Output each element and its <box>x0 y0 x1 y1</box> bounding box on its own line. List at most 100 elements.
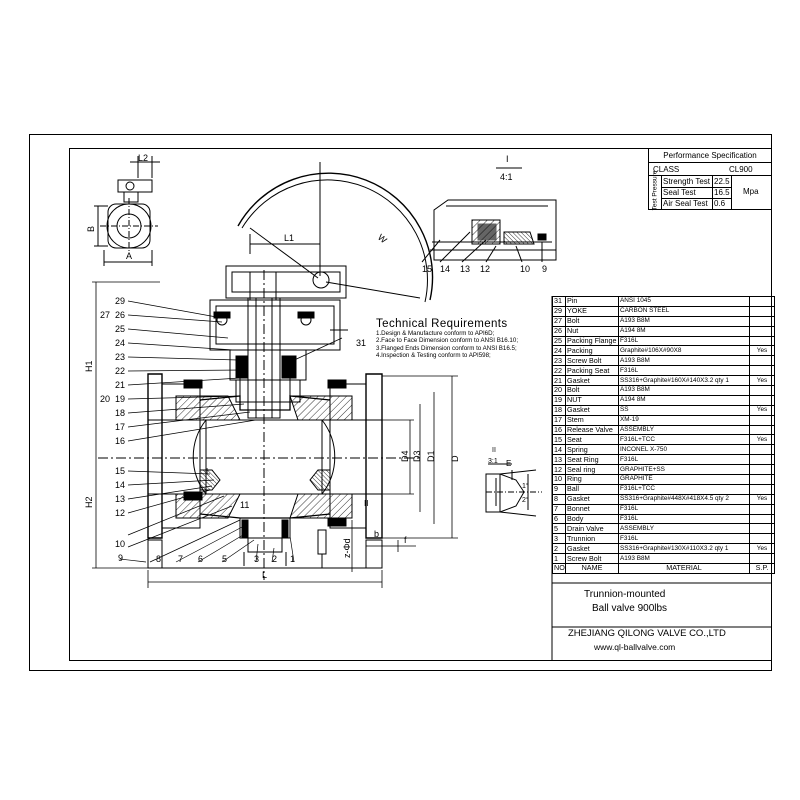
spec-air-label: Air Seal Test <box>663 199 708 208</box>
parts-cell-no: 14 <box>552 444 566 456</box>
dim-a: A <box>126 251 132 261</box>
callout-1: 1 <box>290 554 295 564</box>
parts-cell-material: F316L+TCC <box>618 434 750 446</box>
parts-cell-material: A194 8M <box>618 325 750 337</box>
callout-19: 19 <box>115 394 125 404</box>
parts-cell-material: CARBON STEEL <box>618 305 750 317</box>
parts-cell-name: Gasket <box>565 375 619 387</box>
title-block: Trunnion-mounted Ball valve 900lbs ZHEJI… <box>552 583 770 659</box>
parts-cell-material: ASSEMBLY <box>618 424 750 436</box>
parts-header-material: MATERIAL <box>618 563 750 574</box>
parts-cell-name: NUT <box>565 394 619 406</box>
spec-test-pressure: Test Pressure <box>651 170 659 211</box>
parts-cell-name: Ball <box>565 483 619 495</box>
spec-hline1 <box>661 187 731 188</box>
detail-callout-14: 14 <box>440 264 450 274</box>
callout-25: 25 <box>115 324 125 334</box>
parts-cell-sp <box>749 464 775 476</box>
callout-5: 5 <box>222 554 227 564</box>
parts-cell-no: 21 <box>552 375 566 387</box>
dim-d1: D1 <box>426 450 436 462</box>
callout-23: 23 <box>115 352 125 362</box>
callout-numbers: 29 27 26 25 24 23 22 21 20 19 18 17 16 1… <box>100 296 366 564</box>
parts-cell-name: Packing Seat <box>565 365 619 377</box>
parts-cell-material: A193 B8M <box>618 315 750 327</box>
parts-cell-no: 8 <box>552 493 566 505</box>
parts-cell-name: Bolt <box>565 385 619 396</box>
parts-cell-sp <box>749 553 775 565</box>
dim-h1: H1 <box>84 360 94 372</box>
detail-two-numeral: II <box>492 447 496 454</box>
spec-strength-label: Strength Test <box>663 177 710 186</box>
parts-cell-material: Graphite#106X#90X8 <box>618 345 750 357</box>
detail-one <box>421 167 557 263</box>
detail-two-e: E <box>506 459 511 468</box>
parts-cell-material: ASSEMBLY <box>618 523 750 535</box>
detail-callout-15: 15 <box>422 264 432 274</box>
parts-cell-sp <box>749 414 775 426</box>
parts-cell-name: Screw Bolt <box>565 553 619 565</box>
callout-20: 20 <box>100 394 110 404</box>
parts-header-no: NO. <box>552 563 566 574</box>
tech-heading: Technical Requirements <box>376 318 508 330</box>
parts-cell-name: Trunnion <box>565 533 619 545</box>
callout-3: 3 <box>254 554 259 564</box>
parts-cell-sp <box>749 444 775 456</box>
detail-one-numeral: I <box>506 154 509 164</box>
performance-specification: Performance Specification CLASS CL900 Te… <box>648 148 772 210</box>
parts-cell-sp <box>749 474 775 485</box>
parts-cell-material: GRAPHITE <box>618 474 750 485</box>
parts-cell-sp: Yes <box>749 404 775 416</box>
detail-two <box>485 463 542 517</box>
parts-cell-name: Spring <box>565 444 619 456</box>
tech-line-3: 3.Flanged Ends Dimension conform to ANSI… <box>376 344 517 352</box>
detail-callout-13: 13 <box>460 264 470 274</box>
detail-callout-10: 10 <box>520 264 530 274</box>
parts-cell-name: Body <box>565 513 619 525</box>
parts-cell-name: Packing Flange <box>565 335 619 347</box>
detail-callout-9: 9 <box>542 264 547 274</box>
detail-callout-12: 12 <box>480 264 490 274</box>
callout-29: 29 <box>115 296 125 306</box>
parts-cell-name: Drain Valve <box>565 523 619 535</box>
callout-27: 27 <box>100 310 110 320</box>
callout-2: 2 <box>272 554 277 564</box>
callout-leaders <box>119 300 343 563</box>
parts-cell-no: 31 <box>552 296 566 307</box>
dim-l2: L2 <box>138 153 148 163</box>
callout-10: 10 <box>115 539 125 549</box>
detail-two-angle2: 2° <box>522 496 529 504</box>
parts-cell-material: SS316+Graphite#160X#140X3.2 qty 1 <box>618 375 750 387</box>
parts-cell-sp <box>749 503 775 515</box>
parts-cell-material: F316L+TCC <box>618 483 750 495</box>
spec-seal-value: 16.5 <box>714 188 730 197</box>
parts-cell-material: SS <box>618 404 750 416</box>
parts-cell-no: 12 <box>552 464 566 476</box>
callout-7: 7 <box>178 554 183 564</box>
spec-hline2 <box>661 198 731 199</box>
parts-cell-material: F316L <box>618 365 750 377</box>
parts-cell-name: Screw Bolt <box>565 355 619 367</box>
parts-cell-sp <box>749 424 775 436</box>
spec-vline3 <box>731 175 732 210</box>
parts-cell-no: 15 <box>552 434 566 446</box>
callout-21: 21 <box>115 380 125 390</box>
parts-cell-name: Bonnet <box>565 503 619 515</box>
parts-cell-sp <box>749 483 775 495</box>
parts-cell-no: 9 <box>552 483 566 495</box>
parts-cell-name: Seat <box>565 434 619 446</box>
tech-line-2: 2.Face to Face Dimension conform to ANSI… <box>376 337 519 345</box>
parts-cell-material: A193 B8M <box>618 355 750 367</box>
spec-vline1 <box>661 175 662 210</box>
